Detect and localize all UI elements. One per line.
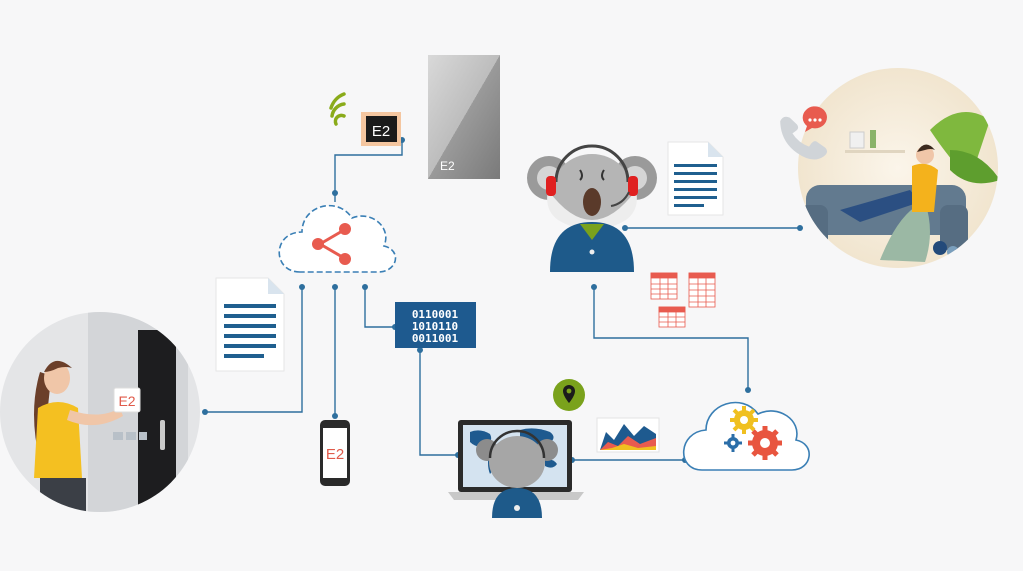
door-handle [160,420,165,450]
badge-label: E2 [118,393,135,409]
document-icon [215,277,285,372]
spreadsheet-icon [650,272,716,328]
wifi-icon [329,92,346,126]
connector-lines [205,138,800,461]
phone-icon [780,116,828,160]
tower-label: E2 [440,159,455,173]
connector-cloud-to-reader [334,138,403,202]
connector-door-to-cloud [205,285,303,413]
share-icon [312,223,351,265]
chat-bubble-icon [802,106,827,132]
home-user-scene [780,68,998,268]
binary-line-3: 0011001 [412,332,459,345]
connector-binary-to-laptop [419,348,458,456]
reader-label: E2 [372,123,390,140]
koala-user-laptop [476,429,558,518]
e2-tower-device: E2 [428,55,500,179]
location-pin-icon [553,379,585,411]
binary-line-1: 0110001 [412,308,459,321]
gear-icon [724,406,782,460]
phone-label: E2 [326,446,344,463]
laptop [448,420,584,518]
smartphone: E2 [320,420,350,486]
door-access-scene: E2 [0,312,200,512]
processing-cloud [682,401,810,471]
connector-cloud-to-koala [593,285,749,390]
document-icon [667,141,724,216]
access-badge: E2 [113,387,141,413]
binary-data-icon: 0110001 1010110 0011001 [395,302,476,348]
card-reader: E2 [361,112,401,146]
door-frame [138,330,176,512]
area-chart-icon [596,417,660,453]
binary-line-2: 1010110 [412,320,458,333]
koala-support-agent [527,144,657,272]
wall-reader-icons [113,432,147,440]
share-cloud [278,204,397,273]
connector-cloud-to-binary [364,285,395,328]
